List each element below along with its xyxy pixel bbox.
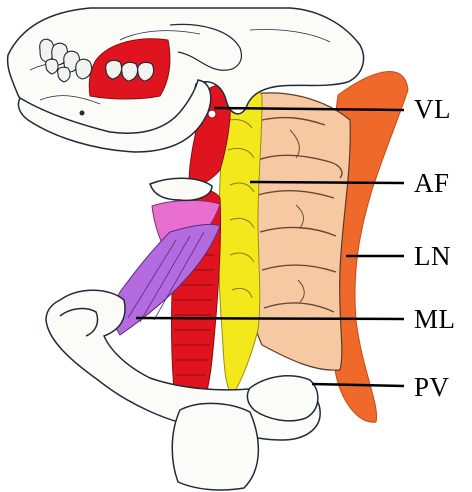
vl-marker-dot: [208, 110, 216, 118]
label-ml: ML: [414, 306, 456, 333]
leader-line-pv: [312, 384, 404, 386]
leader-line-ml: [136, 318, 404, 319]
leader-line-af: [250, 182, 404, 183]
label-af: AF: [414, 170, 450, 197]
label-ln: LN: [414, 243, 451, 270]
label-pv: PV: [414, 374, 450, 401]
label-vl: VL: [414, 96, 451, 123]
